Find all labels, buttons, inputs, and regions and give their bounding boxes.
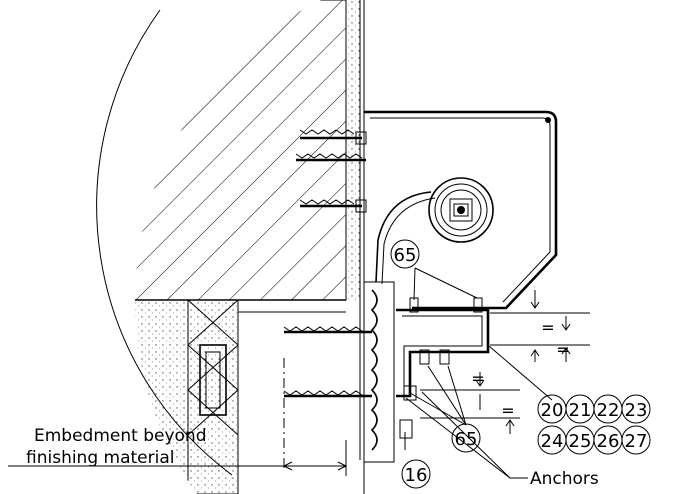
callout-26: 26 [597, 431, 620, 452]
callouts [390, 239, 651, 489]
detail-circle [96, 9, 233, 476]
callout-24: 24 [541, 431, 564, 452]
callout-25: 25 [569, 431, 592, 452]
equal-mark-4: = [501, 401, 514, 420]
callout-22: 22 [597, 400, 620, 421]
callout-65-bottom: 65 [455, 429, 478, 450]
equal-mark-1: = [541, 318, 554, 337]
callout-circle-16 [401, 459, 431, 489]
callout-circle-27 [621, 425, 651, 455]
callout-23: 23 [625, 400, 648, 421]
embedment-dimension [8, 440, 348, 476]
leader-lines [404, 267, 553, 479]
anchors-label: Anchors [530, 469, 599, 489]
wall-section [135, 0, 365, 494]
embedment-label-line1: Embedment beyond [34, 426, 206, 446]
equal-mark-2: = [556, 340, 569, 359]
callout-27: 27 [625, 431, 648, 452]
dimension-marks [420, 290, 590, 434]
callout-65-top: 65 [394, 245, 417, 266]
callout-circle-65-bottom [451, 423, 481, 453]
equal-mark-3: = [471, 369, 484, 388]
callout-21: 21 [569, 400, 592, 421]
callout-circle-23 [621, 394, 651, 424]
callout-20: 20 [541, 400, 564, 421]
wall-anchors [295, 129, 367, 213]
lintel-anchors [283, 326, 372, 398]
callout-circle-65-top [390, 239, 420, 269]
shutter-box [359, 110, 558, 463]
embedment-label-line2: finishing material [26, 448, 174, 468]
callout-16: 16 [405, 465, 428, 486]
